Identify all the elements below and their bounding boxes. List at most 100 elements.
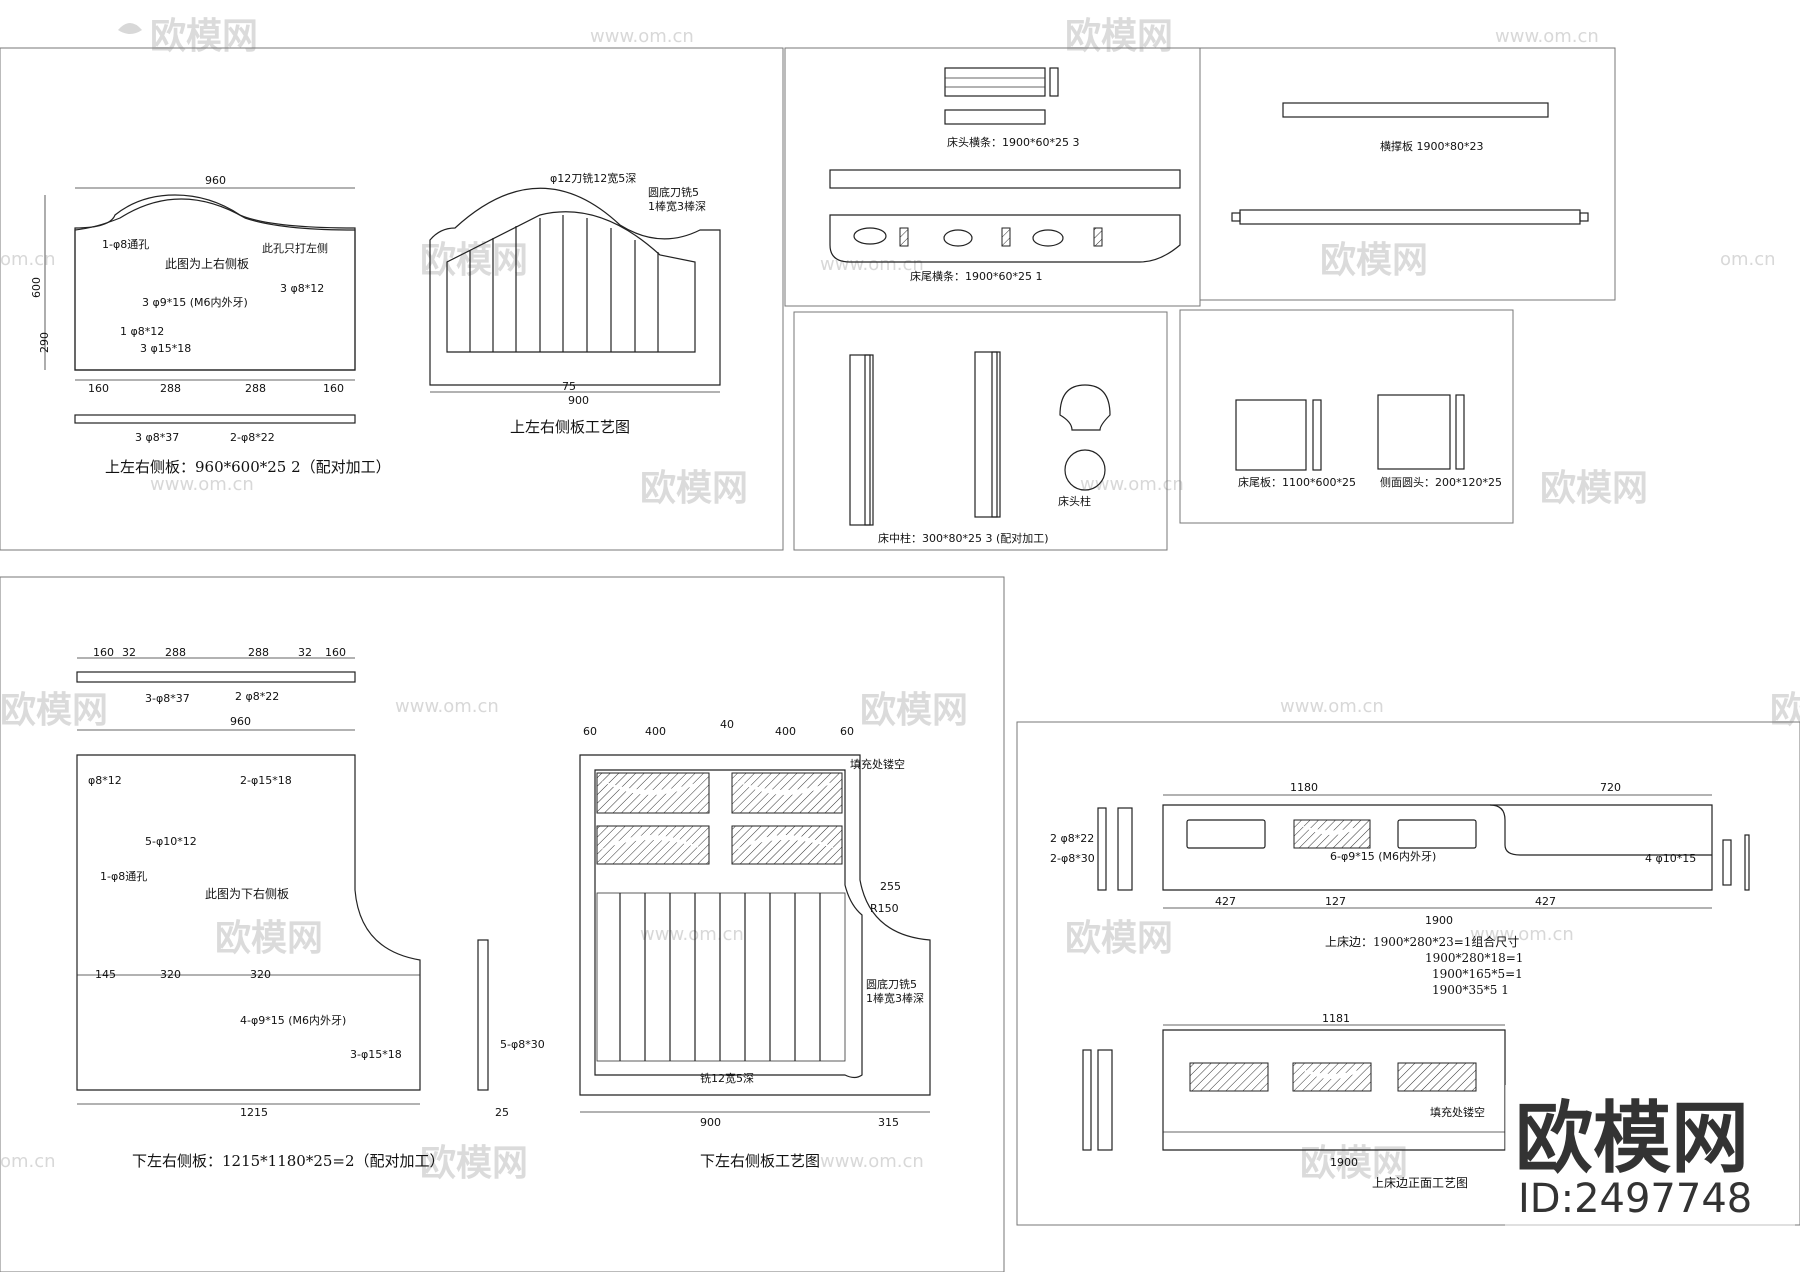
brand-badge: 欧模网 ID:2497748 (1505, 1085, 1795, 1270)
note-label: 填充处镂空 (1430, 1105, 1485, 1119)
note-label: 6-φ9*15 (M6内外牙) (1330, 849, 1436, 863)
note-label: 3 φ15*18 (140, 342, 191, 355)
dim-label: 40 (720, 718, 734, 731)
note-label: 3 φ9*15 (M6内外牙) (142, 295, 248, 309)
caption-upper-panel-craft: 上左右侧板工艺图 (510, 418, 630, 436)
upper-side-panel-drawing: 960 600 290 160 288 288 160 此图为上右侧板 1-φ8… (30, 174, 391, 476)
dim-label: 1181 (1322, 1012, 1350, 1025)
note-label: 4 φ10*15 (1645, 852, 1696, 865)
note-label: 2 φ8*22 (1050, 832, 1094, 845)
dim-label: 427 (1535, 895, 1556, 908)
dim-label: 32 (122, 646, 136, 659)
caption-lower-panel-craft: 下左右侧板工艺图 (700, 1152, 820, 1170)
dim-label: 960 (230, 715, 251, 728)
dim-label: 400 (645, 725, 666, 738)
upper-side-panel-craft: φ12刀铣12宽5深 圆底刀铣5 1棒宽3棒深 75 900 上左右侧板工艺图 (429, 171, 721, 436)
watermark-brand: 欧模网 (215, 918, 323, 959)
dim-label: 288 (248, 646, 269, 659)
dim-label: R150 (870, 902, 899, 915)
caption-lower-panel: 下左右侧板：1215*1180*25=2（配对加工） (132, 1152, 445, 1170)
note-label: 5-φ8*30 (500, 1038, 545, 1051)
caption-upper-panel: 上左右侧板：960*600*25 2（配对加工） (105, 458, 391, 476)
caption-foot-rail: 床尾横条：1900*60*25 1 (910, 269, 1042, 283)
note-label: 2-φ8*22 (230, 431, 275, 444)
note-label: φ8*12 (88, 774, 122, 787)
caption-post-head: 床头柱 (1058, 494, 1091, 508)
watermark-url: www.om.cn (1080, 474, 1184, 495)
watermark-layer: 欧模网 www.om.cn 欧模网 www.om.cn 欧模网 www.om.c… (0, 16, 1800, 1184)
caption-foot-board: 床尾板：1100*600*25 (1238, 475, 1356, 489)
watermark-url-partial: om.cn (0, 1151, 56, 1172)
note-label: 3 φ8*12 (280, 282, 324, 295)
watermark-url: www.om.cn (820, 1151, 924, 1172)
dim-label: 145 (95, 968, 116, 981)
dim-label: 1215 (240, 1106, 268, 1119)
note-label: 3 φ8*37 (135, 431, 179, 444)
note-label: 2 φ8*22 (235, 690, 279, 703)
dim-label: 960 (205, 174, 226, 187)
watermark-logo-icon (118, 23, 142, 34)
watermark-url-partial: om.cn (0, 249, 56, 270)
note-label: 圆底刀铣5 (866, 977, 917, 991)
watermark-brand: 欧模网 (1770, 690, 1800, 731)
dim-label: 427 (1215, 895, 1236, 908)
bed-rail-drawing: 1180 720 2 φ8*22 2-φ8*30 6-φ9*15 (M6内外牙)… (1050, 781, 1750, 997)
dim-label: 60 (840, 725, 854, 738)
caption-head-rail: 床头横条：1900*60*25 3 (947, 135, 1079, 149)
dim-label: 255 (880, 880, 901, 893)
model-id-text: ID:2497748 (1518, 1176, 1752, 1222)
dim-label: 25 (495, 1106, 509, 1119)
dim-label: 290 (38, 332, 51, 353)
caption-bed-rail-d: 1900*35*5 1 (1432, 983, 1509, 997)
brand-logo-text: 欧模网 (1515, 1094, 1749, 1184)
watermark-url: www.om.cn (1495, 26, 1599, 47)
caption-bed-rail-c: 1900*165*5=1 (1432, 967, 1523, 981)
note-label: φ12刀铣12宽5深 (550, 171, 636, 185)
dim-label: 32 (298, 646, 312, 659)
watermark-brand: 欧模网 (1320, 240, 1428, 281)
dim-label: 160 (325, 646, 346, 659)
dim-label: 288 (245, 382, 266, 395)
watermark-brand: 欧模网 (860, 690, 968, 731)
note-label: 铣12宽5深 (700, 1071, 754, 1085)
dim-label: 75 (562, 380, 576, 393)
caption-bed-post: 床中柱：300*80*25 3 (配对加工) (878, 531, 1049, 545)
dim-label: 1900 (1425, 914, 1453, 927)
dim-label: 160 (323, 382, 344, 395)
bed-post-drawing: 床中柱：300*80*25 3 (配对加工) 床头柱 (849, 351, 1111, 545)
watermark-url-partial: om.cn (1720, 249, 1776, 270)
note-label: 2-φ15*18 (240, 774, 292, 787)
watermark-url: www.om.cn (150, 474, 254, 495)
caption-side-round: 侧面圆头：200*120*25 (1380, 476, 1502, 489)
dim-label: 600 (30, 277, 43, 298)
dim-label: 60 (583, 725, 597, 738)
dim-label: 315 (878, 1116, 899, 1129)
lower-slat-group (596, 892, 846, 1062)
dim-label: 1180 (1290, 781, 1318, 794)
watermark-url: www.om.cn (640, 924, 744, 945)
dim-label: 288 (165, 646, 186, 659)
foot-board-drawing: 床尾板：1100*600*25 侧面圆头：200*120*25 (1235, 394, 1502, 489)
slat-group (469, 215, 659, 352)
note-label: 1棒宽3棒深 (648, 199, 706, 213)
note-label: 圆底刀铣5 (648, 185, 699, 199)
dim-label: 1900 (1330, 1156, 1358, 1169)
lower-side-panel-craft: 60 400 40 400 60 填充处镂空 (579, 718, 931, 1170)
dim-label: 400 (775, 725, 796, 738)
note-label: 4-φ9*15 (M6内外牙) (240, 1013, 346, 1027)
watermark-brand: 欧模网 (0, 690, 108, 731)
watermark-brand: 欧模网 (420, 240, 528, 281)
dim-label: 320 (250, 968, 271, 981)
note-upper-top-view: 此图为上右侧板 (165, 256, 249, 271)
note-label: 此孔只打左侧 (262, 241, 328, 255)
dim-label: 900 (568, 394, 589, 407)
dim-label: 900 (700, 1116, 721, 1129)
bed-head-rail-drawing: 床头横条：1900*60*25 3 床尾横条：1900*60*25 1 (829, 67, 1181, 283)
watermark-brand: 欧模网 (420, 1143, 528, 1184)
watermark-brand: 欧模网 (1065, 16, 1173, 57)
watermark-url: www.om.cn (1280, 696, 1384, 717)
hatched-cutouts (596, 772, 843, 865)
caption-bed-rail-a: 上床边：1900*280*23=1组合尺寸 (1325, 934, 1519, 949)
dim-label: 160 (93, 646, 114, 659)
